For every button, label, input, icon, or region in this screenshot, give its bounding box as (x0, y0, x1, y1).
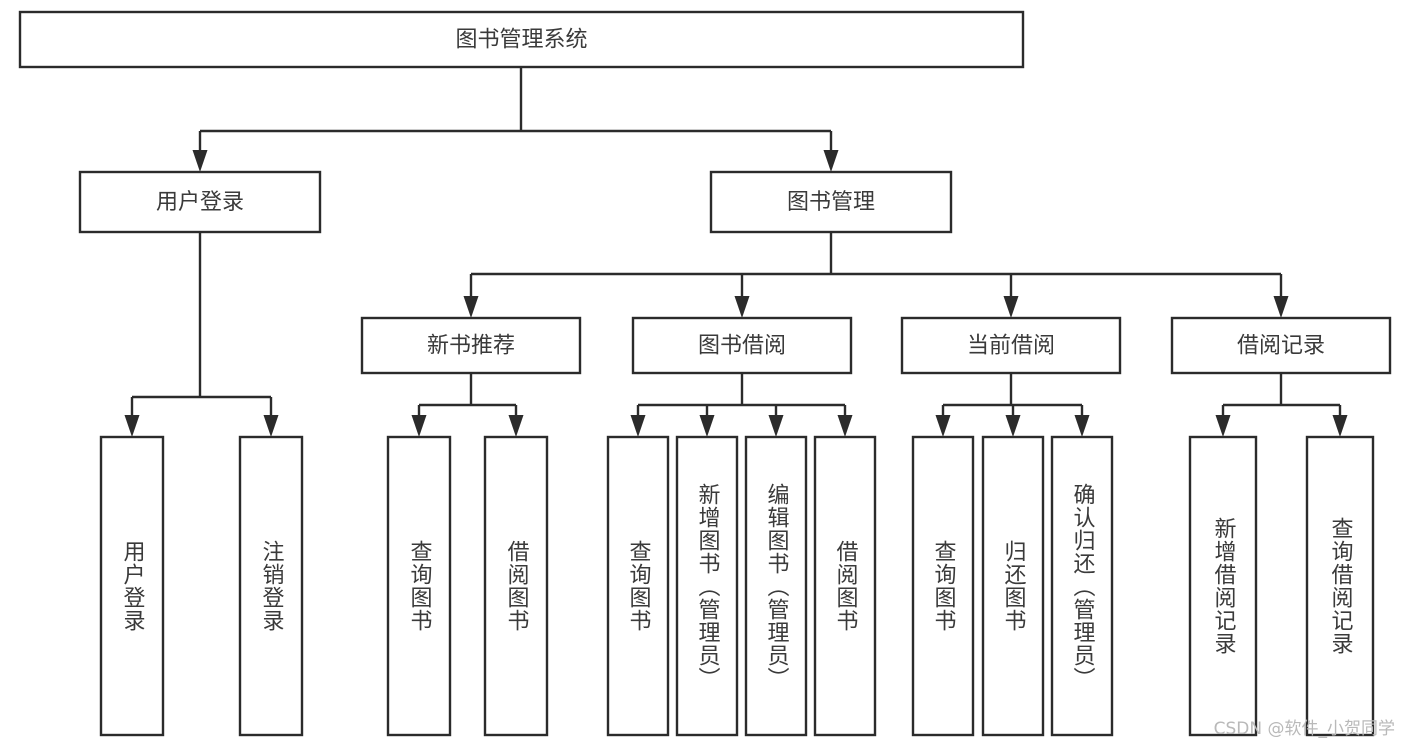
arrow-head-icon (935, 415, 951, 437)
leaf-node-8-box[interactable] (911, 435, 975, 737)
level3-node-1-box[interactable] (631, 316, 853, 375)
arrow-head-icon (1005, 415, 1021, 437)
arrow-head-icon (192, 150, 208, 172)
root-node-box[interactable] (18, 10, 1025, 69)
arrow-head-icon (124, 415, 140, 437)
connector-group-book-borrow-to-leaves (630, 373, 853, 437)
leaf-node-10-box[interactable] (1050, 435, 1114, 737)
arrow-head-icon (1332, 415, 1348, 437)
leaf-node-1-box[interactable] (238, 435, 304, 737)
leaf-node-5-box[interactable] (675, 435, 739, 737)
arrow-head-icon (630, 415, 646, 437)
arrow-head-icon (1003, 296, 1019, 318)
leaf-node-4-box[interactable] (606, 435, 670, 737)
node-box-layer (18, 10, 1392, 737)
connector-group-book-management-to-level3 (463, 232, 1289, 318)
leaf-node-12-box[interactable] (1305, 435, 1375, 737)
level3-node-2-box[interactable] (900, 316, 1122, 375)
root-node-label: 图书管理系统 (455, 28, 587, 53)
level3-node-0-label: 新书推荐 (427, 334, 515, 359)
arrow-head-icon (1074, 415, 1090, 437)
leaf-node-2-box[interactable] (386, 435, 452, 737)
csdn-watermark: CSDN @软件_小贺同学 (1213, 719, 1395, 739)
level2-node-1-box[interactable] (709, 170, 953, 234)
level2-node-1-label: 图书管理 (787, 190, 875, 215)
arrow-head-icon (837, 415, 853, 437)
level3-node-3-label: 借阅记录 (1237, 334, 1325, 359)
connector-group-root-to-level2 (192, 67, 839, 172)
leaf-node-7-box[interactable] (813, 435, 877, 737)
level3-node-2-label: 当前借阅 (967, 334, 1055, 359)
arrow-head-icon (823, 150, 839, 172)
connector-group-borrow-record-to-leaves (1215, 373, 1348, 437)
arrow-head-icon (734, 296, 750, 318)
leaf-node-11-box[interactable] (1188, 435, 1258, 737)
connector-group-user-login-to-leaves (124, 232, 279, 437)
leaf-node-6-box[interactable] (744, 435, 808, 737)
level3-node-1-label: 图书借阅 (698, 334, 786, 359)
leaf-node-9-box[interactable] (981, 435, 1045, 737)
arrow-head-icon (1273, 296, 1289, 318)
arrow-head-icon (1215, 415, 1231, 437)
arrow-head-icon (463, 296, 479, 318)
leaf-node-3-box[interactable] (483, 435, 549, 737)
level2-node-0-box[interactable] (78, 170, 322, 234)
leaf-node-0-box[interactable] (99, 435, 165, 737)
connector-group-new-book-to-leaves (411, 373, 524, 437)
arrow-head-icon (508, 415, 524, 437)
level3-node-3-box[interactable] (1170, 316, 1392, 375)
level3-node-0-box[interactable] (360, 316, 582, 375)
arrow-head-icon (768, 415, 784, 437)
connector-layer (124, 67, 1348, 437)
level2-node-0-label: 用户登录 (156, 190, 244, 215)
arrow-head-icon (699, 415, 715, 437)
connector-group-current-borrow-to-leaves (935, 373, 1090, 437)
arrow-head-icon (411, 415, 427, 437)
arrow-head-icon (263, 415, 279, 437)
